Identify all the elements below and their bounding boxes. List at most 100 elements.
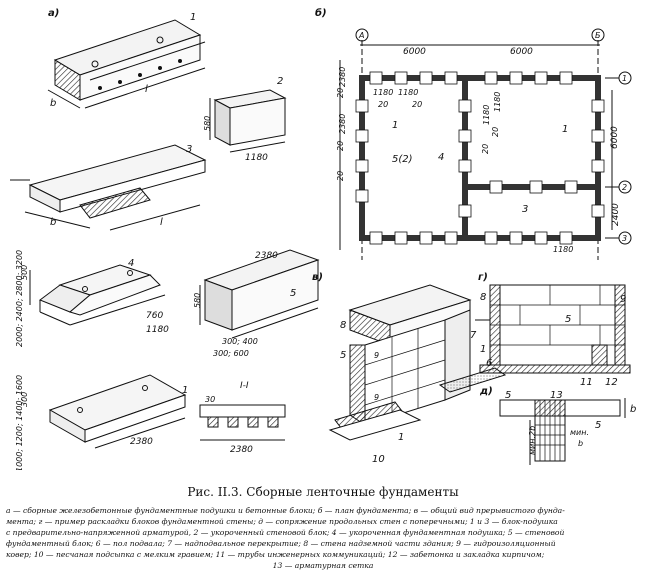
d-label-min2b: мин.2b: [528, 426, 537, 455]
panel-label-g: г): [478, 272, 488, 283]
panel-label-b: б): [315, 7, 327, 19]
a-dim-b3: b: [50, 217, 56, 228]
b-axis-3: 3: [622, 234, 627, 243]
a-dim-2000: 2000; 2400; 2800; 3200: [15, 250, 24, 347]
v-label-7: 7: [470, 330, 477, 341]
b-label-4: 4: [438, 152, 444, 163]
g-label-8: 8: [480, 292, 486, 303]
a-dim-l3: l: [160, 217, 163, 228]
v-label-9b: 9: [374, 393, 379, 402]
b-left-20b: 20: [336, 141, 345, 151]
panel-a: [10, 19, 320, 449]
a-dim-1000: 1000; 1200; 1400; 1600: [15, 375, 24, 470]
d-label-min: мин.: [570, 428, 589, 437]
b-label-1: 1: [392, 120, 398, 131]
v-label-5: 5: [340, 350, 346, 361]
b-axis-A: А: [358, 31, 364, 40]
b-dim-6000-1: 6000: [403, 47, 426, 57]
panel-g: [479, 284, 631, 374]
panel-label-a: а): [48, 8, 59, 19]
a-section-2380: 2380: [230, 445, 253, 455]
a-dim-1180: 1180: [245, 153, 268, 163]
foundation-drawing: а) б) в) г) д) 1 2 3 4 5 1 b l 580 1180 …: [10, 7, 636, 470]
b-dim-6000-2: 6000: [510, 47, 533, 57]
g-label-5: 5: [565, 314, 571, 325]
a-section-30: 30: [205, 395, 215, 404]
b-label-1r: 1: [562, 124, 568, 135]
short-cushion-4: [29, 264, 166, 326]
a-num-2: 2: [277, 76, 283, 87]
a-num-3: 3: [186, 144, 192, 155]
d-label-b: b: [630, 404, 636, 415]
a-dim-760: 760: [146, 311, 163, 321]
figure-caption-body: а — сборные железобетонные фундаментные …: [6, 505, 640, 571]
b-left-2380b: 2380: [338, 114, 347, 134]
wall-block-5: [199, 249, 320, 339]
g-label-11: 11: [580, 377, 593, 388]
a-num-4: 4: [128, 258, 134, 269]
v-label-1: 1: [398, 432, 404, 443]
d-label-5: 5: [505, 390, 511, 401]
caption-line: а — сборные железобетонные фундаментные …: [6, 506, 565, 515]
d-label-minb: b: [578, 439, 583, 448]
a-section-title: I-I: [240, 381, 249, 391]
panel-label-v: в): [312, 272, 323, 283]
caption-line: ковер; 10 — песчаная подсыпка с мелким г…: [6, 550, 545, 559]
a-dim-h300: 300: [20, 392, 29, 407]
plan-cushions: [355, 71, 605, 245]
section-I-I: [199, 404, 286, 441]
b-right-6000: 6000: [610, 126, 620, 149]
b-axis-B: Б: [595, 31, 601, 40]
panel-v: [328, 284, 507, 441]
b-label-3: 3: [522, 204, 528, 215]
b-bot-1180: 1180: [553, 245, 573, 254]
a-dim-580: 580: [203, 116, 212, 131]
b-mid-1180a: 1180: [482, 105, 491, 125]
a-dim-1180b: 1180: [146, 325, 169, 335]
a-num-5: 5: [290, 288, 296, 299]
d-label-5b: 5: [595, 420, 601, 431]
b-mid-1180b: 1180: [493, 92, 502, 112]
caption-line: фундаментный блок; 6 — пол подвала; 7 — …: [6, 539, 556, 548]
g-label-1: 1: [480, 344, 486, 355]
a-dim-2380b: 2380: [130, 437, 153, 447]
cushion-block-1-bottom: [48, 374, 187, 449]
a-num-1b: 1: [182, 385, 188, 396]
b-dim-1180b: 1180: [398, 88, 418, 97]
a-dim-300: 300; 400: [222, 337, 258, 346]
v-label-6: 6: [486, 358, 492, 369]
a-num-1: 1: [190, 12, 196, 23]
a-dim-500: 500: [20, 265, 29, 280]
panel-d: [499, 398, 626, 465]
b-mid-20b: 20: [491, 127, 500, 137]
a-dim-2380: 2380: [255, 251, 278, 261]
a-dim-b1: b: [50, 98, 56, 109]
panel-label-d: д): [479, 386, 493, 397]
caption-line: мента; г — пример раскладки блоков фунда…: [6, 517, 558, 526]
wall-block-2: [209, 89, 287, 153]
d-label-13: 13: [550, 390, 563, 401]
a-dim-580b: 580: [193, 293, 202, 308]
a-dim-300b: 300; 600: [213, 349, 249, 358]
cushion-block-3: [10, 144, 207, 231]
figure-caption-title: Рис. II.3. Сборные ленточные фундаменты: [187, 485, 459, 499]
b-left-20a: 20: [336, 88, 345, 98]
b-dim-20a: 20: [378, 100, 388, 109]
cushion-block-1: [47, 19, 206, 109]
panel-b-plan: [339, 28, 632, 260]
b-axis-2: 2: [622, 183, 627, 192]
b-label-52: 5(2): [392, 154, 413, 165]
b-mid-20a: 20: [481, 144, 490, 154]
b-left-20c: 20: [336, 171, 345, 181]
g-label-9: 9: [620, 294, 626, 305]
b-right-2400: 2400: [611, 203, 621, 226]
b-left-2380a: 2380: [338, 67, 347, 87]
v-label-9: 9: [374, 351, 379, 360]
v-label-8: 8: [340, 320, 346, 331]
caption-line-last: 13 — арматурная сетка: [272, 561, 374, 570]
b-dim-20b: 20: [412, 100, 422, 109]
a-dim-l1: l: [145, 84, 148, 95]
b-axis-1: 1: [622, 74, 627, 83]
b-dim-1180a: 1180: [373, 88, 393, 97]
g-label-12: 12: [605, 377, 618, 388]
